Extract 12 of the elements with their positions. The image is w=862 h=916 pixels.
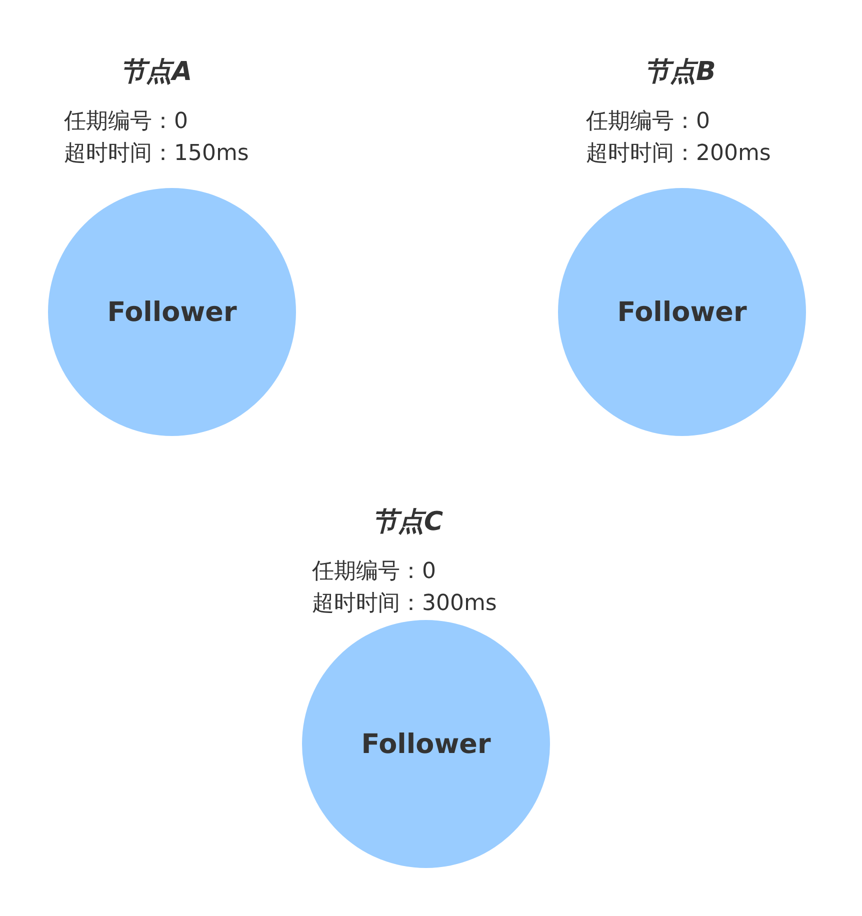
node-title: 节点A <box>120 56 192 89</box>
node-info: 任期编号：0 <box>312 558 436 586</box>
node-info: 超时时间：200ms <box>586 140 771 168</box>
node-title: 节点B <box>644 56 716 89</box>
state-label: Follower <box>617 296 747 328</box>
node-info: 任期编号：0 <box>586 108 710 136</box>
state-label: Follower <box>107 296 237 328</box>
node-info: 任期编号：0 <box>64 108 188 136</box>
node-title: 节点C <box>372 506 444 539</box>
node-info: 超时时间：300ms <box>312 590 497 618</box>
state-label: Follower <box>361 728 491 760</box>
node-info: 超时时间：150ms <box>64 140 249 168</box>
